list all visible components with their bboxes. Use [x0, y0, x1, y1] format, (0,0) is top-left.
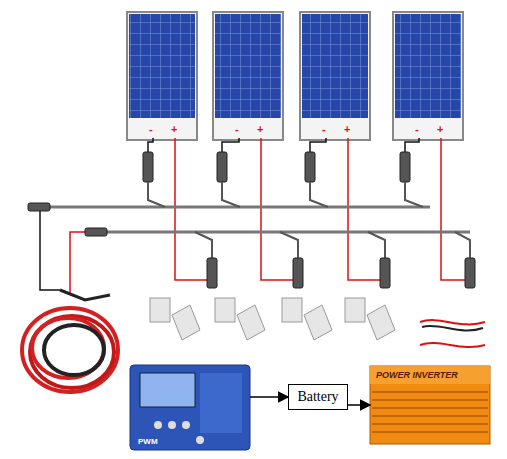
charge-controller: [130, 365, 250, 450]
solar-panel: [300, 12, 370, 140]
mounting-bracket: [150, 298, 395, 340]
node-text: POWER INVERTER: [370, 366, 490, 384]
battery-cable: [420, 320, 485, 347]
polarity-mark: +: [257, 124, 263, 135]
polarity-mark: -: [149, 124, 153, 135]
power-inverter: [370, 366, 490, 444]
polarity-mark: +: [437, 124, 443, 135]
node-text: PWM: [138, 437, 158, 446]
flow-arrow: [348, 404, 370, 406]
polarity-mark: -: [415, 124, 419, 135]
polarity-mark: +: [171, 124, 177, 135]
mc4-connector: [28, 203, 475, 288]
flow-arrow: [250, 396, 288, 398]
negative-lead: [148, 138, 419, 152]
power-inverter: POWER INVERTER: [370, 366, 490, 444]
battery-box: Battery: [288, 384, 348, 410]
polarity-mark: +: [344, 124, 350, 135]
polarity-mark: -: [235, 124, 239, 135]
cable-coil: [22, 290, 118, 392]
positive-lead: [175, 138, 470, 280]
branch-cable: [40, 182, 470, 295]
charge-controller: PWM: [130, 365, 250, 450]
polarity-mark: -: [322, 124, 326, 135]
solar-panel: [393, 12, 463, 140]
solar-panel: [127, 12, 197, 140]
node-text: Battery: [289, 385, 347, 409]
mc4-connector: [143, 152, 410, 182]
solar-panel: [213, 12, 283, 140]
